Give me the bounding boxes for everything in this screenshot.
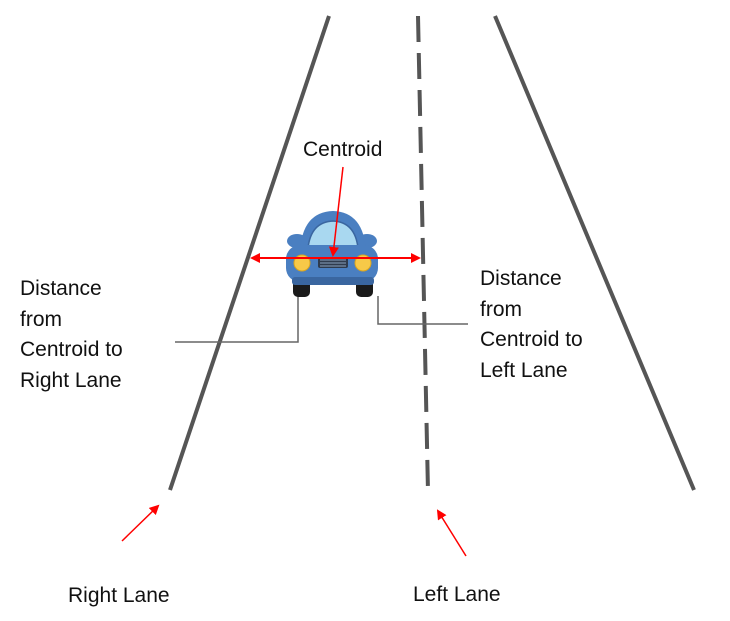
bumper bbox=[292, 277, 374, 285]
label-line: from bbox=[20, 307, 62, 331]
centroid-label: Centroid bbox=[303, 138, 383, 161]
left-lane-label: Left Lane bbox=[413, 583, 501, 606]
outer-lane-line bbox=[493, 15, 696, 491]
label-line: Distance bbox=[480, 267, 562, 290]
centroid-pointer-arrow bbox=[328, 166, 344, 257]
car bbox=[286, 211, 378, 297]
right-lane-pointer-arrow bbox=[121, 504, 160, 542]
windshield bbox=[307, 220, 359, 249]
label-line: Centroid to bbox=[20, 338, 123, 361]
distance-to-right-lane-label: Distance from Centroid to Right Lane bbox=[20, 274, 123, 396]
right-lane-label: Right Lane bbox=[68, 584, 170, 607]
left-lane-pointer-arrow bbox=[436, 509, 467, 557]
left-lane-dashed-line bbox=[416, 15, 430, 493]
label-line: Distance bbox=[20, 277, 102, 300]
label-line: Left Lane bbox=[480, 358, 568, 382]
label-line: Centroid to bbox=[480, 328, 583, 351]
label-line: Right Lane bbox=[20, 368, 122, 392]
leader-line-right bbox=[175, 296, 299, 343]
label-line: from bbox=[480, 297, 522, 321]
leader-line-left bbox=[377, 296, 468, 325]
distance-to-left-lane-label: Distance from Centroid to Left Lane bbox=[480, 264, 583, 386]
right-lane-line bbox=[168, 15, 331, 491]
